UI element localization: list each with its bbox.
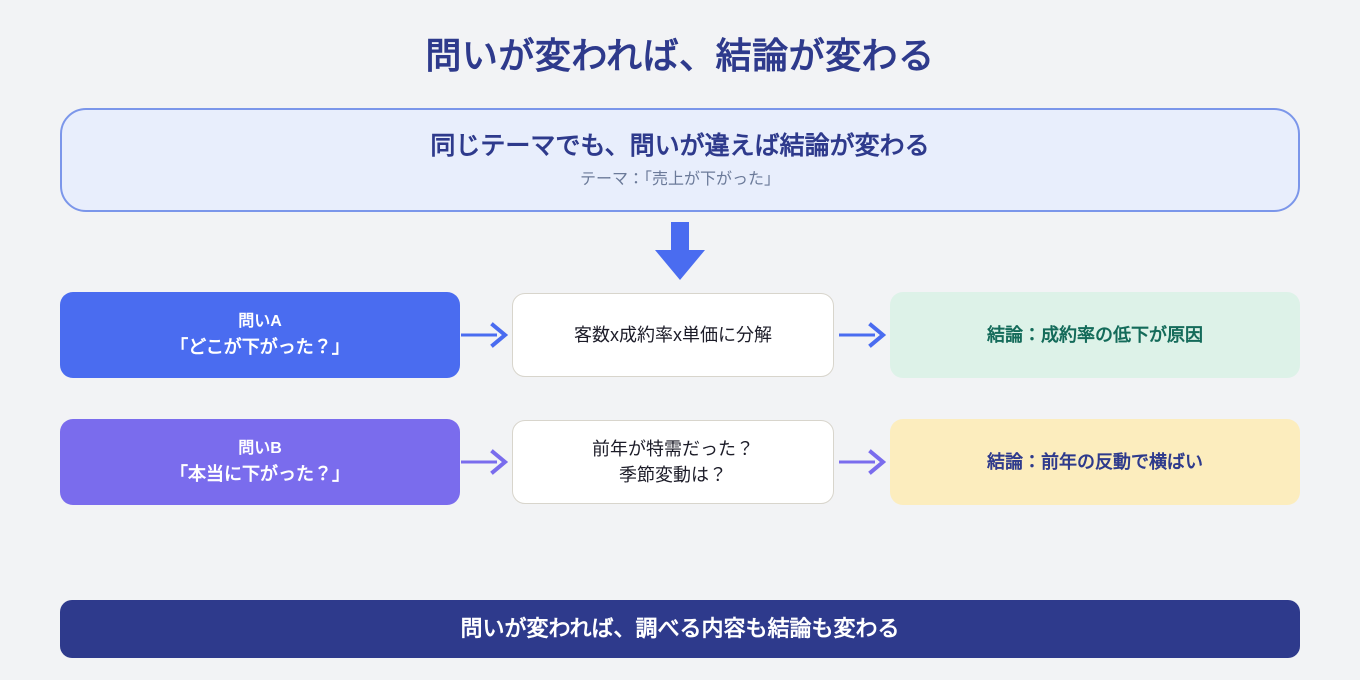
theme-banner-headline: 同じテーマでも、問いが違えば結論が変わる [430,131,930,160]
theme-banner-subline: テーマ：「売上が下がった」 [579,171,780,189]
summary-banner-text: 問いが変われば、調べる内容も結論も変わる [460,615,900,641]
method-line-b-2: 季節変動は？ [619,465,727,485]
arrow-right-icon-a1 [461,318,513,352]
theme-banner: 同じテーマでも、問いが違えば結論が変わる テーマ：「売上が下がった」 [60,108,1300,212]
flow-row-a: 問いA 「どこが下がった？」 客数x成約率x単価に分解 結論：成約率の低下が原因 [0,292,1360,378]
question-box-b[interactable]: 問いB 「本当に下がった？」 [60,419,460,505]
question-label-b: 問いB [238,440,282,458]
arrow-right-icon-b2 [839,445,891,479]
conclusion-box-b[interactable]: 結論：前年の反動で横ばい [890,419,1300,505]
question-label-a: 問いA [238,313,282,331]
method-line-b-1: 前年が特需だった？ [592,438,754,459]
conclusion-text-a: 結論：成約率の低下が原因 [987,324,1203,345]
arrow-down-icon [650,222,710,284]
method-box-a[interactable]: 客数x成約率x単価に分解 [512,293,834,377]
question-box-a[interactable]: 問いA 「どこが下がった？」 [60,292,460,378]
flow-row-b: 問いB 「本当に下がった？」 前年が特需だった？ 季節変動は？ 結論：前年の反動… [0,419,1360,505]
method-box-b[interactable]: 前年が特需だった？ 季節変動は？ [512,420,834,504]
arrow-right-icon-a2 [839,318,891,352]
conclusion-text-b: 結論：前年の反動で横ばい [987,451,1203,472]
conclusion-box-a[interactable]: 結論：成約率の低下が原因 [890,292,1300,378]
question-text-a: 「どこが下がった？」 [170,336,350,357]
question-text-b: 「本当に下がった？」 [170,463,350,484]
arrow-right-icon-b1 [461,445,513,479]
page-title: 問いが変われば、結論が変わる [425,35,935,76]
method-line-a-1: 客数x成約率x単価に分解 [574,324,772,345]
summary-banner: 問いが変われば、調べる内容も結論も変わる [60,600,1300,658]
